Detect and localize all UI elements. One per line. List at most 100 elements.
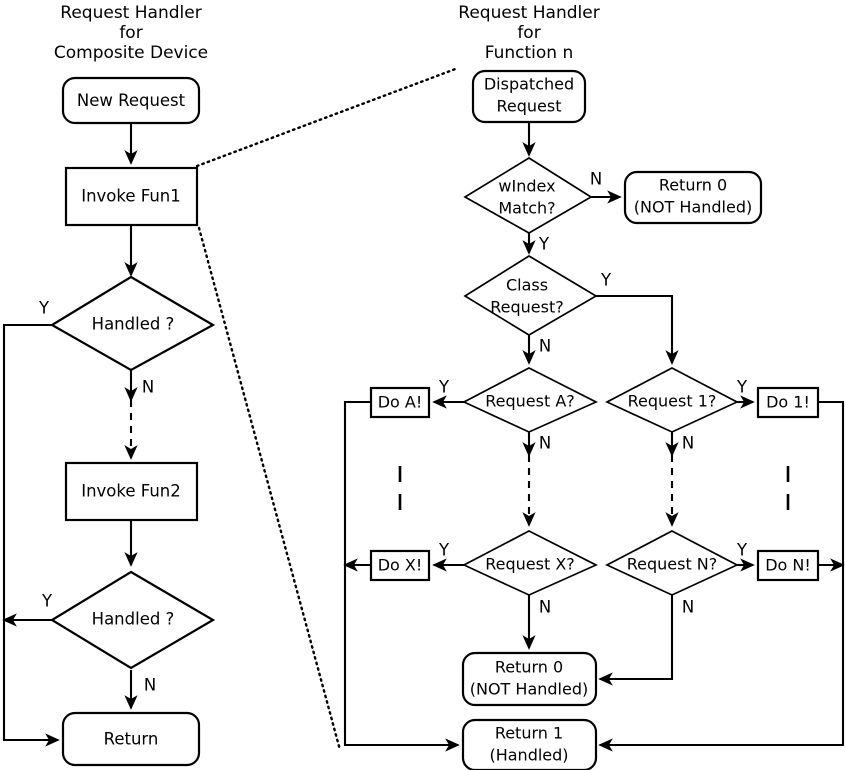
request-1-label: Request 1? <box>628 392 717 411</box>
node-return-left[interactable]: Return <box>61 711 201 767</box>
node-request-x[interactable]: Request X? <box>462 530 598 596</box>
return0-bottom-label-line-2: (NOT Handled) <box>470 680 588 699</box>
branch-handled2-yes: Y <box>41 592 53 611</box>
title-right-line-3: Function n <box>485 43 574 63</box>
request-x-label: Request X? <box>485 555 575 574</box>
node-request-n[interactable]: Request N? <box>605 530 739 596</box>
return0-top-label-line-1: Return 0 <box>659 176 727 195</box>
return-left-label: Return <box>104 730 159 749</box>
handled-1-label: Handled ? <box>92 315 175 334</box>
dispatched-request-shape <box>471 69 587 124</box>
expansion-connector-upper <box>195 66 460 168</box>
title-left-line-3: Composite Device <box>54 43 208 63</box>
return0-bottom-label-line-1: Return 0 <box>495 658 563 677</box>
handled-1-shape <box>49 275 216 372</box>
invoke-fun1-shape <box>64 166 199 227</box>
class-request-label-line-2: Request? <box>490 298 563 317</box>
do-n-label: Do N! <box>765 556 811 575</box>
request-x-shape <box>462 530 598 596</box>
node-do-n[interactable]: Do N! <box>756 549 820 582</box>
do-1-shape <box>756 386 820 419</box>
branch-request1-no: N <box>682 434 694 453</box>
do-a-label: Do A! <box>378 393 423 412</box>
node-new-request[interactable]: New Request <box>61 76 201 125</box>
edge-requestn-no-to-return0 <box>598 592 674 686</box>
node-do-1[interactable]: Do 1! <box>756 386 820 419</box>
new-request-shape <box>61 76 201 125</box>
invoke-fun1-label: Invoke Fun1 <box>81 187 181 206</box>
branch-requestn-yes: Y <box>736 541 748 560</box>
node-do-a[interactable]: Do A! <box>369 386 431 419</box>
branch-requestn-no: N <box>682 598 694 617</box>
new-request-label: New Request <box>77 91 186 110</box>
branch-class-yes: Y <box>600 271 612 290</box>
node-return0-bottom[interactable]: Return 0 (NOT Handled) <box>461 651 598 707</box>
do-x-shape <box>369 549 431 582</box>
node-handled-2[interactable]: Handled ? <box>49 570 216 670</box>
title-right: Request Handler for Function n <box>458 3 599 63</box>
node-return0-top[interactable]: Return 0 (NOT Handled) <box>623 170 763 225</box>
handled-2-label: Handled ? <box>92 610 175 629</box>
invoke-fun2-label: Invoke Fun2 <box>81 482 181 501</box>
branch-handled2-no: N <box>144 676 156 695</box>
title-left-line-1: Request Handler <box>60 3 201 23</box>
do-a-shape <box>369 386 431 419</box>
class-request-shape <box>463 255 598 336</box>
expansion-connector-lower <box>197 226 342 752</box>
node-do-x[interactable]: Do X! <box>369 549 431 582</box>
branch-handled1-no: N <box>142 378 154 397</box>
node-dispatched-request[interactable]: Dispatched Request <box>471 69 587 124</box>
node-invoke-fun1[interactable]: Invoke Fun1 <box>64 166 199 227</box>
return1-label-line-2: (Handled) <box>489 746 568 765</box>
dispatched-request-label-line-2: Request <box>497 97 562 116</box>
windex-match-label-line-2: Match? <box>498 199 555 218</box>
branch-requesta-no: N <box>539 434 551 453</box>
branch-requesta-yes: Y <box>438 378 450 397</box>
node-windex-match[interactable]: wIndex Match? <box>463 157 593 234</box>
branch-request1-yes: Y <box>736 378 748 397</box>
branch-windex-no: N <box>590 170 602 189</box>
return0-top-shape <box>623 170 763 225</box>
return0-bottom-shape <box>461 651 598 707</box>
request-n-shape <box>605 530 739 596</box>
branch-requestx-no: N <box>539 598 551 617</box>
node-request-a[interactable]: Request A? <box>462 367 598 433</box>
node-invoke-fun2[interactable]: Invoke Fun2 <box>64 461 199 522</box>
edge-handled1-yes-to-return <box>2 323 60 747</box>
do-x-label: Do X! <box>378 556 423 575</box>
windex-match-shape <box>463 157 593 234</box>
branch-class-no: N <box>539 337 551 356</box>
title-right-line-2: for <box>517 23 540 43</box>
branch-requestx-yes: Y <box>438 541 450 560</box>
edge-doa-rail-to-return1 <box>343 400 460 752</box>
windex-match-label-line-1: wIndex <box>498 177 555 196</box>
do-1-label: Do 1! <box>766 393 810 412</box>
edge-class-yes-to-request1 <box>596 294 679 365</box>
edge-do1-rail-to-return1 <box>598 400 845 752</box>
title-left: Request Handler for Composite Device <box>54 3 208 63</box>
node-return1[interactable]: Return 1 (Handled) <box>461 718 598 770</box>
node-request-1[interactable]: Request 1? <box>605 367 739 433</box>
request-1-shape <box>605 367 739 433</box>
title-left-line-2: for <box>119 23 142 43</box>
return-left-shape <box>61 711 201 767</box>
return1-label-line-1: Return 1 <box>495 724 563 743</box>
request-a-label: Request A? <box>485 392 575 411</box>
branch-windex-yes: Y <box>538 235 550 254</box>
node-class-request[interactable]: Class Request? <box>463 255 598 336</box>
title-right-line-1: Request Handler <box>458 3 599 23</box>
request-n-label: Request N? <box>627 555 718 574</box>
do-n-shape <box>756 549 820 582</box>
node-handled-1[interactable]: Handled ? <box>49 275 216 372</box>
request-a-shape <box>462 367 598 433</box>
handled-2-shape <box>49 570 216 670</box>
dispatched-request-label-line-1: Dispatched <box>484 75 574 94</box>
class-request-label-line-1: Class <box>506 276 548 295</box>
invoke-fun2-shape <box>64 461 199 522</box>
return1-shape <box>461 718 598 770</box>
return0-top-label-line-2: (NOT Handled) <box>634 198 752 217</box>
branch-handled1-yes: Y <box>38 299 50 318</box>
left-panel-edges <box>2 123 138 747</box>
